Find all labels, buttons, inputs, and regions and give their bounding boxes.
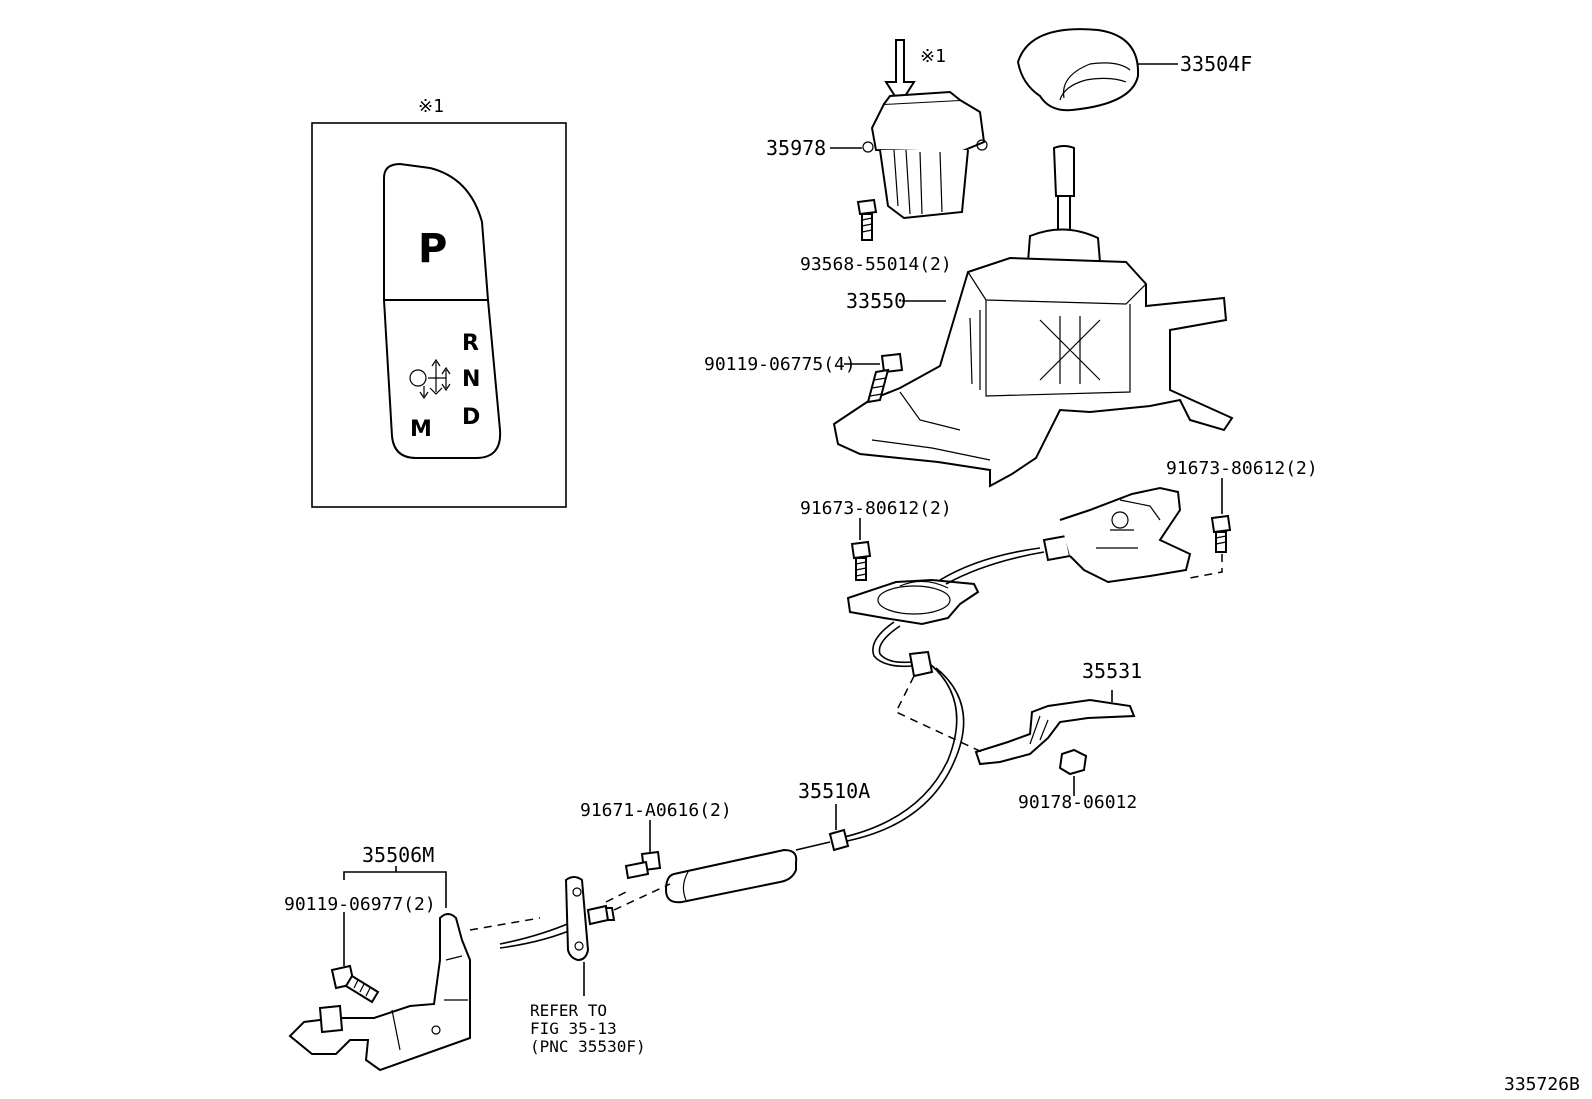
bracket-35531: 35531 [894,659,1142,766]
callout-33550: 33550 [846,289,906,313]
knob-letter-n: N [462,367,480,392]
inset-detail: ※1 P R N D M [311,96,567,508]
refer-note-line3: (PNC 35530F) [530,1037,646,1056]
knob-letter-r: R [462,331,479,356]
bolt-91673-80612-left: 91673-80612(2) [800,498,952,581]
callout-93568-55014: 93568-55014(2) [800,254,952,275]
inset-frame [311,122,567,508]
inset-mark: ※1 [418,96,444,117]
figure-code: 335726B [1504,1074,1580,1095]
callout-91671-A0616: 91671-A0616(2) [580,800,732,821]
shift-knob-face: P R N D M [382,162,502,459]
bolt-91671-A0616: 91671-A0616(2) [580,800,732,880]
knob-letter-d: D [462,405,480,430]
bolt-91673-80612-right: 91673-80612(2) [1166,458,1318,579]
knob-letter-m: M [410,417,432,442]
bolt-90119-06977: 90119-06977(2) [284,894,436,1004]
callout-90119-06775: 90119-06775(4) [704,354,856,375]
shift-cable-35510A: 35510A REFER TO FIG 35-13 (PNC 35530F) [499,663,965,1056]
shift-lever-assembly-33550: 33550 [832,145,1234,488]
callout-90178-06012: 90178-06012 [1018,792,1137,813]
screw-93568-55014: 93568-55014(2) [800,198,952,275]
knob-letter-p: P [418,226,447,272]
callout-91673-80612-left: 91673-80612(2) [800,498,952,519]
callout-90119-06977: 90119-06977(2) [284,894,436,915]
callout-35978: 35978 [766,136,826,160]
bolt-90119-06775: 90119-06775(4) [704,352,904,404]
refer-note-line2: FIG 35-13 [530,1019,617,1038]
refer-note-line1: REFER TO [530,1001,607,1020]
shift-pattern-icon [409,358,451,400]
callout-33504F: 33504F [1180,52,1252,76]
arrow-mark: ※1 [920,46,946,67]
callout-35531: 35531 [1082,659,1142,683]
shift-knob-33504F: 33504F [1016,28,1252,112]
callout-35506M: 35506M [362,843,434,867]
callout-35510A: 35510A [798,779,870,803]
callout-91673-80612-right: 91673-80612(2) [1166,458,1318,479]
nut-90178-06012: 90178-06012 [1018,748,1137,813]
cable-bracket-assembly [846,486,1192,678]
bracket-35506M: 35506M [288,843,541,1072]
switch-35978: ※1 35978 [766,39,988,220]
